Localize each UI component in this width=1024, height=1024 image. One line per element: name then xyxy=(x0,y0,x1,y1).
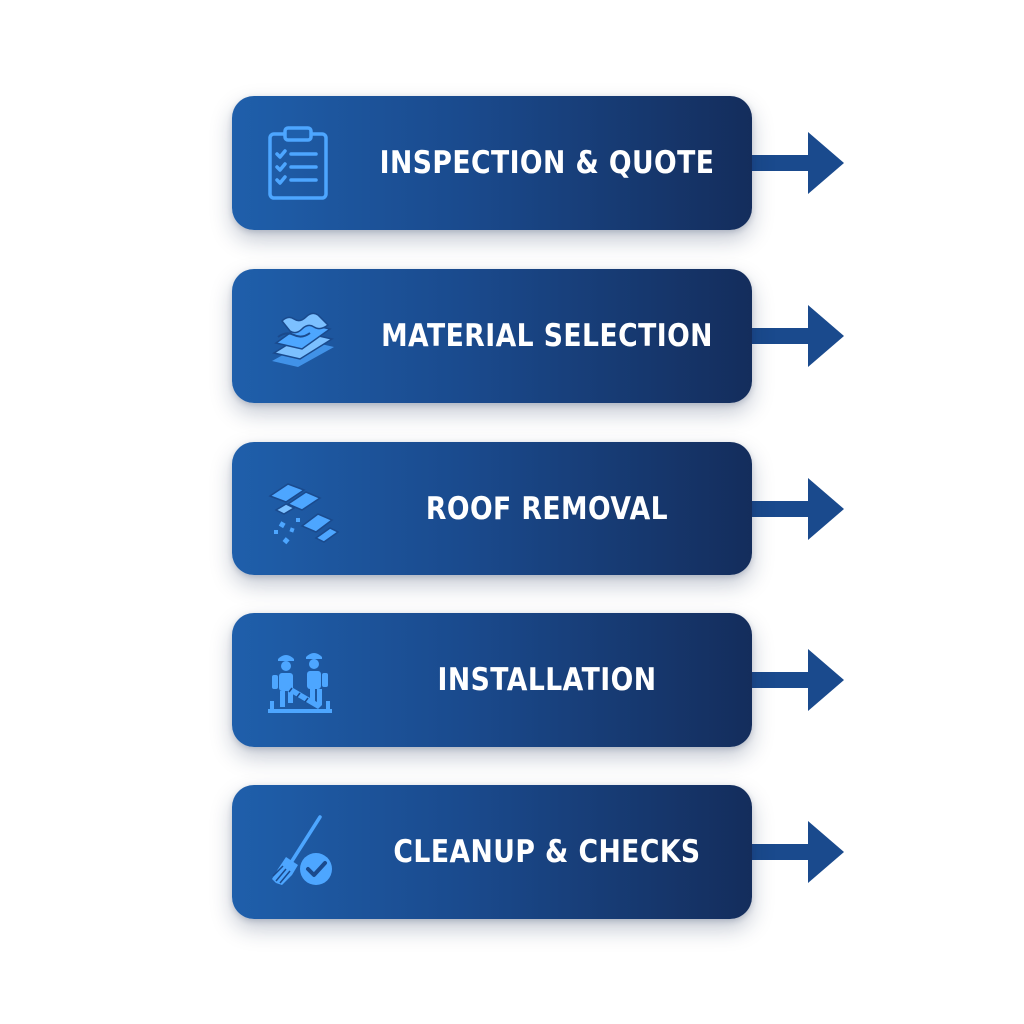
arrow-right-icon xyxy=(750,649,844,711)
step-box: CLEANUP & CHECKS xyxy=(232,785,752,919)
step-installation: INSTALLATION xyxy=(232,613,844,747)
step-label: CLEANUP & CHECKS xyxy=(393,834,701,870)
broken-shingles-icon xyxy=(268,482,340,544)
step-box: ROOF REMOVAL xyxy=(232,442,752,575)
step-label: INSPECTION & QUOTE xyxy=(379,145,715,181)
step-box: INSTALLATION xyxy=(232,613,752,747)
step-box: MATERIAL SELECTION xyxy=(232,269,752,403)
step-cleanup-checks: CLEANUP & CHECKS xyxy=(232,785,844,919)
step-label: MATERIAL SELECTION xyxy=(381,318,713,354)
arrow-right-icon xyxy=(750,132,844,194)
workers-installing-roof-icon xyxy=(268,653,332,713)
step-roof-removal: ROOF REMOVAL xyxy=(232,442,844,575)
step-label: ROOF REMOVAL xyxy=(425,490,669,527)
step-material-selection: MATERIAL SELECTION xyxy=(232,269,844,403)
arrow-right-icon xyxy=(750,821,844,883)
broom-checkmark-icon xyxy=(272,815,332,885)
arrow-right-icon xyxy=(750,305,844,367)
step-label: INSTALLATION xyxy=(437,662,657,698)
step-box: INSPECTION & QUOTE xyxy=(232,96,752,230)
roof-shingle-samples-icon xyxy=(272,312,334,367)
clipboard-checklist-icon xyxy=(268,126,328,200)
arrow-right-icon xyxy=(750,477,844,540)
step-inspection-quote: INSPECTION & QUOTE xyxy=(232,96,844,230)
